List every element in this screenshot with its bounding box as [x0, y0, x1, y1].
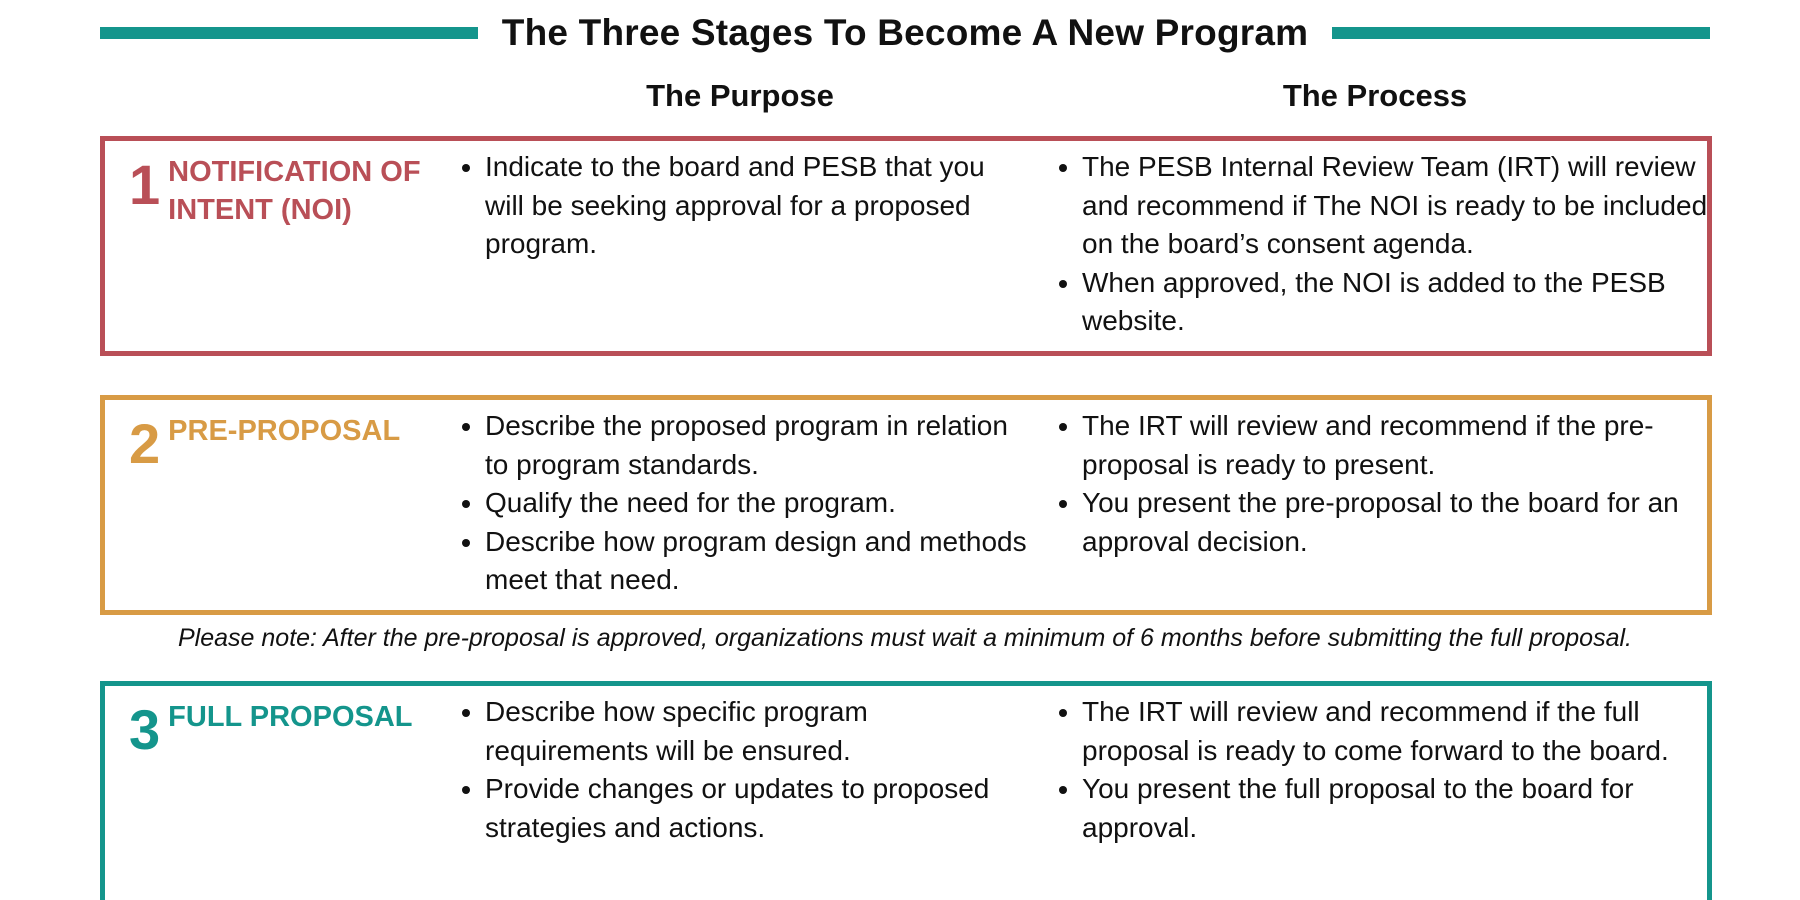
title-bar: The Three Stages To Become A New Program	[100, 4, 1711, 62]
stage-2-process-list: The IRT will review and recommend if the…	[1042, 407, 1732, 561]
stage-3-name: FULL PROPOSAL	[168, 701, 413, 733]
stage-1-name: NOTIFICATION OF INTENT (NOI)	[168, 156, 421, 226]
stage-1-box: 1 NOTIFICATION OF INTENT (NOI) Indicate …	[100, 136, 1712, 356]
title-rule-left	[100, 27, 478, 39]
list-item: The PESB Internal Review Team (IRT) will…	[1082, 148, 1732, 264]
list-item: You present the full proposal to the boa…	[1082, 770, 1732, 847]
stage-1-process-list: The PESB Internal Review Team (IRT) will…	[1042, 148, 1732, 341]
list-item: The IRT will review and recommend if the…	[1082, 407, 1732, 484]
purpose-column-header: The Purpose	[646, 78, 834, 113]
list-item: Qualify the need for the program.	[485, 484, 1030, 523]
stage-1-purpose-list: Indicate to the board and PESB that you …	[445, 148, 1030, 264]
stage-3-label: 3 FULL PROPOSAL	[129, 696, 439, 758]
stage-2-name: PRE-PROPOSAL	[168, 415, 401, 447]
process-column-header: The Process	[1282, 78, 1468, 113]
stage-1-label: 1 NOTIFICATION OF INTENT (NOI)	[129, 151, 439, 229]
stage-3-number: 3	[129, 698, 161, 761]
stage-3-box: 3 FULL PROPOSAL Describe how specific pr…	[100, 681, 1712, 900]
stage-2-number: 2	[129, 412, 161, 475]
list-item: Describe the proposed program in relatio…	[485, 407, 1030, 484]
list-item: Indicate to the board and PESB that you …	[485, 148, 1030, 264]
stage-1-number: 1	[129, 153, 161, 216]
list-item: When approved, the NOI is added to the P…	[1082, 264, 1732, 341]
stage-2-label: 2 PRE-PROPOSAL	[129, 410, 439, 472]
stage-3-purpose-list: Describe how specific program requiremen…	[445, 693, 1030, 847]
stage-2-purpose-list: Describe the proposed program in relatio…	[445, 407, 1030, 600]
list-item: You present the pre-proposal to the boar…	[1082, 484, 1732, 561]
title-rule-right	[1332, 27, 1711, 39]
list-item: Provide changes or updates to proposed s…	[485, 770, 1030, 847]
pre-proposal-note: Please note: After the pre-proposal is a…	[178, 624, 1632, 652]
list-item: The IRT will review and recommend if the…	[1082, 693, 1732, 770]
list-item: Describe how program design and methods …	[485, 523, 1030, 600]
page-title: The Three Stages To Become A New Program	[501, 12, 1309, 53]
list-item: Describe how specific program requiremen…	[485, 693, 1030, 770]
stage-2-box: 2 PRE-PROPOSAL Describe the proposed pro…	[100, 395, 1712, 615]
stage-3-process-list: The IRT will review and recommend if the…	[1042, 693, 1732, 847]
